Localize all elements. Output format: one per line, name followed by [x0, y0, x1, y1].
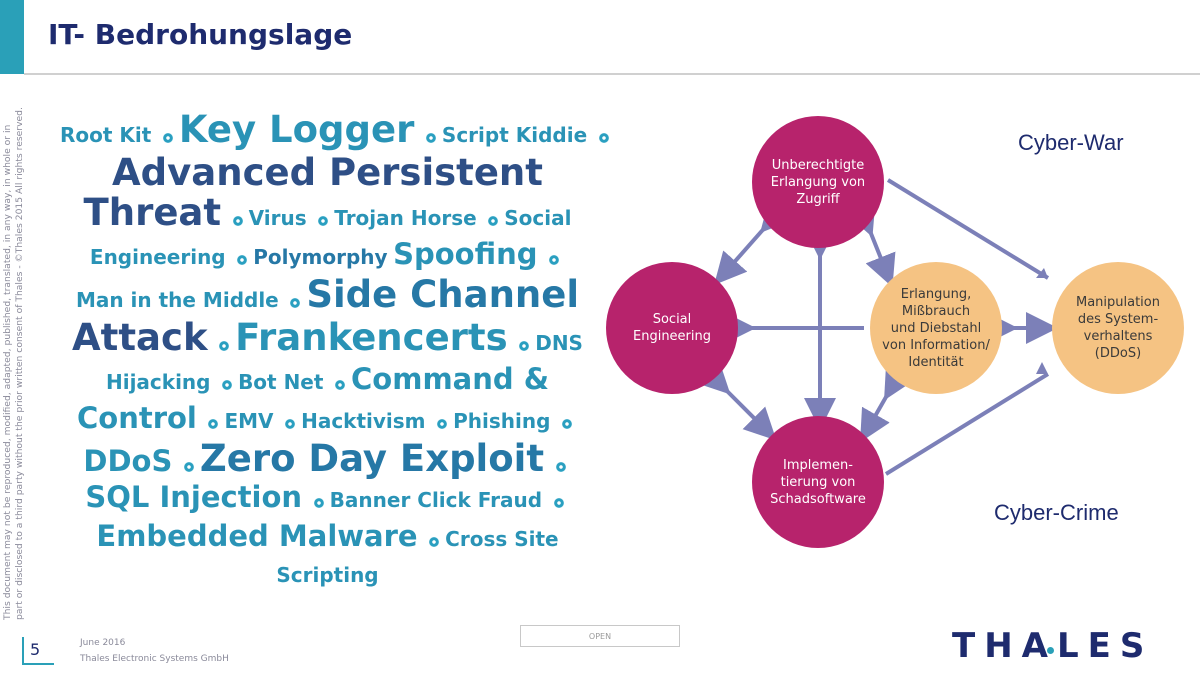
legal-notice: This document may not be reproduced, mod… [2, 90, 28, 620]
title-divider [24, 73, 1200, 75]
bullet-icon [162, 132, 173, 143]
bullet-icon [290, 297, 301, 308]
threat-diagram: Unberechtigte Erlangung von Zugriff Soci… [600, 100, 1190, 560]
cyber-crime-label: Cyber-Crime [994, 500, 1119, 525]
slide-title: IT- Bedrohungslage [48, 18, 353, 51]
node-informationsdiebstahl-label: Erlangung, Mißbrauch und Diebstahl von I… [882, 286, 990, 370]
word-cloud-term: Scripting [276, 563, 379, 587]
arrow-erlangung-schadsoftware [860, 364, 914, 443]
legal-line-2: part or disclosed to a third party witho… [14, 107, 25, 620]
bullet-icon [219, 340, 230, 351]
diagram-arrows [696, 178, 1058, 476]
node-unberechtigte-erlangung-label: Unberechtigte Erlangung von Zugriff [770, 157, 866, 207]
bullet-icon [598, 132, 609, 143]
arrow-zugriff-manipulation [886, 178, 1050, 280]
word-cloud-term: Man in the Middle [75, 288, 279, 312]
word-cloud-term: Social [504, 206, 572, 230]
word-cloud-term: Bot Net [238, 370, 324, 394]
bullet-icon [222, 379, 233, 390]
bullet-icon [285, 418, 296, 429]
bullet-icon [335, 379, 346, 390]
word-cloud-term: Root Kit [60, 123, 152, 147]
bullet-icon [549, 254, 560, 265]
word-cloud-line: Man in the Middle Side Channel [60, 275, 595, 318]
bullet-icon [429, 536, 440, 547]
word-cloud-term: Frankencerts [235, 316, 508, 359]
threat-word-cloud: Root Kit Key Logger Script Kiddie Advanc… [60, 108, 609, 593]
word-cloud-term: Control [76, 401, 197, 435]
node-schadsoftware: Implemen- tierung von Schadsoftware [752, 416, 884, 548]
bullet-icon [519, 340, 530, 351]
word-cloud-term: Script Kiddie [441, 123, 588, 147]
word-cloud-term: Threat [83, 191, 222, 234]
bullet-icon [555, 461, 566, 472]
bullet-icon [232, 215, 243, 226]
bullet-icon [313, 497, 324, 508]
node-informationsdiebstahl: Erlangung, Mißbrauch und Diebstahl von I… [870, 262, 1002, 394]
bullet-icon [425, 132, 436, 143]
legal-line-1: This document may not be reproduced, mod… [2, 124, 13, 620]
title-accent-bar [0, 0, 24, 74]
word-cloud-term: Banner Click Fraud [329, 488, 543, 512]
node-manipulation-label: Manipulation des System- verhaltens (DDo… [1075, 295, 1160, 361]
word-cloud-term: Spoofing [393, 237, 538, 271]
page-number: 5 [30, 640, 41, 659]
word-cloud-line: SQL Injection Banner Click Fraud [60, 479, 595, 518]
thales-logo: THALES [952, 626, 1154, 666]
word-cloud-term: Hijacking [105, 370, 211, 394]
word-cloud-term: Trojan Horse [334, 206, 477, 230]
word-cloud-term: EMV [224, 409, 274, 433]
word-cloud-term: Attack [72, 316, 208, 359]
word-cloud-line: Threat Virus Trojan Horse Social [60, 193, 595, 236]
node-unberechtigte-erlangung: Unberechtigte Erlangung von Zugriff [752, 116, 884, 248]
word-cloud-line: Attack Frankencerts DNS [60, 318, 595, 361]
node-manipulation: Manipulation des System- verhaltens (DDo… [1052, 262, 1184, 394]
word-cloud-term: Engineering [89, 245, 226, 269]
bullet-icon [553, 497, 564, 508]
bullet-icon [237, 254, 248, 265]
bullet-icon [437, 418, 448, 429]
arrow-zugriff-erlangung [845, 201, 896, 288]
footer-date: June 2016 [80, 638, 126, 648]
word-cloud-term: Phishing [453, 409, 551, 433]
word-cloud-line: Embedded Malware Cross Site [60, 518, 595, 557]
word-cloud-line: Hijacking Bot Net Command & [60, 361, 595, 400]
word-cloud-term: Embedded Malware [96, 519, 418, 553]
logo-dot-icon [1047, 647, 1054, 654]
bullet-icon [488, 215, 499, 226]
word-cloud-term: Side Channel [306, 273, 580, 316]
arrow-social-schadsoftware [696, 360, 777, 441]
bullet-icon [562, 418, 572, 429]
word-cloud-line: Control EMV Hacktivism Phishing [60, 400, 595, 439]
word-cloud-line: Engineering Polymorphy Spoofing [60, 236, 595, 275]
node-schadsoftware-label: Implemen- tierung von Schadsoftware [770, 457, 866, 507]
word-cloud-term: Cross Site [445, 527, 559, 551]
word-cloud-term: Virus [248, 206, 307, 230]
word-cloud-term: Zero Day Exploit [199, 437, 545, 480]
word-cloud-line: Root Kit Key Logger Script Kiddie [60, 108, 609, 153]
cyber-war-label: Cyber-War [1018, 130, 1124, 155]
word-cloud-term: Advanced Persistent [112, 151, 543, 194]
word-cloud-term: SQL Injection [85, 480, 303, 514]
word-cloud-term: DDoS [83, 444, 173, 478]
bullet-icon [208, 418, 219, 429]
bullet-icon [183, 461, 194, 472]
page-number-bracket [22, 637, 54, 665]
word-cloud-term: Polymorphy [253, 245, 388, 269]
arrow-zugriff-social [714, 198, 794, 285]
bullet-icon [318, 215, 329, 226]
word-cloud-line: Scripting [60, 557, 595, 593]
word-cloud-line: Advanced Persistent [60, 153, 595, 193]
word-cloud-term: DNS [535, 331, 583, 355]
word-cloud-term: Hacktivism [301, 409, 426, 433]
node-social-engineering-label: Social Engineering [633, 312, 711, 344]
node-social-engineering: Social Engineering [606, 262, 738, 394]
word-cloud-line: DDoS Zero Day Exploit [60, 439, 595, 479]
classification-label: OPEN [520, 625, 680, 647]
arrow-schadsoftware-manipulation [884, 372, 1050, 476]
word-cloud-term: Command & [351, 362, 550, 396]
word-cloud-term: Key Logger [178, 108, 415, 151]
footer-company: Thales Electronic Systems GmbH [80, 654, 229, 664]
